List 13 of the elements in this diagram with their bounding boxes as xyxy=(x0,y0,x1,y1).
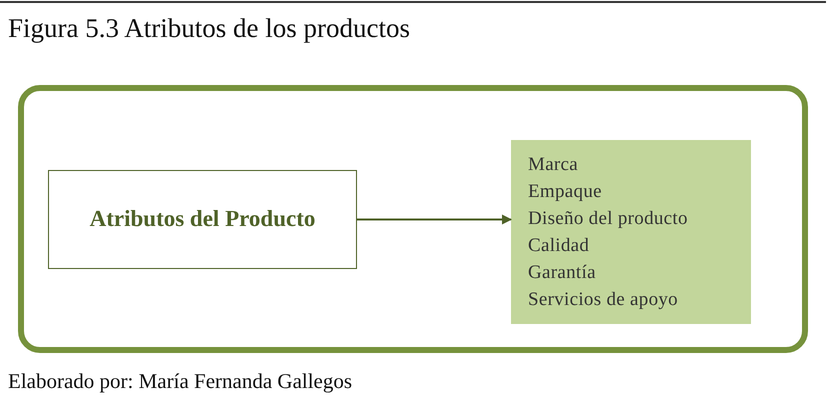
list-item: Calidad xyxy=(528,234,590,258)
arrow xyxy=(357,214,512,224)
list-item: Empaque xyxy=(528,180,603,204)
rounded-frame xyxy=(18,85,808,353)
process-box xyxy=(48,170,357,269)
figure-title: Figura 5.3 Atributos de los productos xyxy=(8,12,410,44)
box-label: Atributos del Producto xyxy=(90,205,316,234)
list-item: Marca xyxy=(528,152,580,176)
list-item: Diseño del producto xyxy=(528,206,689,230)
list-item: Garantía xyxy=(528,260,597,284)
list-item: Servicios de apoyo xyxy=(528,288,679,312)
attribute-list-box xyxy=(511,140,751,324)
caption: Elaborado por: María Fernanda Gallegos xyxy=(8,368,352,395)
